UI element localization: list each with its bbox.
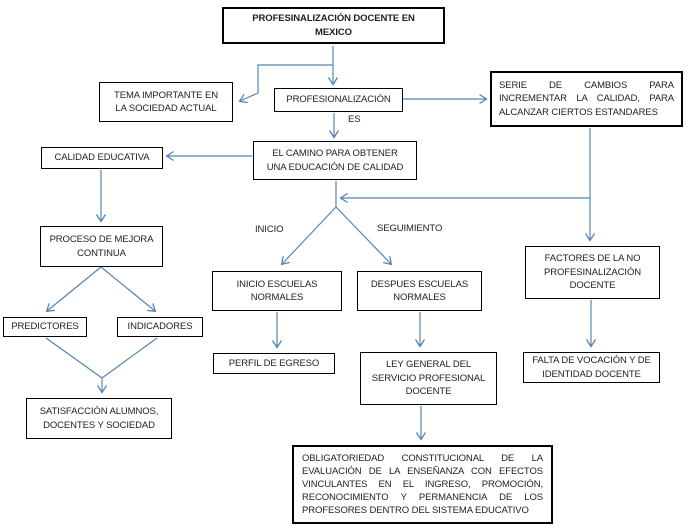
edge-proceso-predictores: [45, 266, 102, 313]
node-satisfaccion-label: SATISFACCIÓN ALUMNOS, DOCENTES Y SOCIEDA…: [39, 406, 159, 431]
node-profesionalizacion-label: PROFESIONALIZACIÓN: [286, 94, 391, 106]
edge-proceso-indicadores: [100, 266, 157, 313]
node-tema-label: TEMA IMPORTANTE EN LA SOCIEDAD ACTUAL: [114, 89, 218, 114]
edge-fork-inicio-escuelas: [280, 206, 337, 266]
node-calidad-educativa: CALIDAD EDUCATIVA: [41, 147, 163, 169]
node-falta-label: FALTA DE VOCACIÓN Y DE IDENTIDAD DOCENTE: [532, 355, 651, 380]
node-perfil-label: PERFIL DE EGRESO: [228, 357, 320, 369]
node-camino-label: EL CAMINO PARA OBTENER UNA EDUCACIÓN DE …: [266, 148, 404, 173]
node-title: PROFESINALIZACIÓN DOCENTE EN MEXICO: [222, 7, 445, 44]
node-calidad-label: CALIDAD EDUCATIVA: [54, 152, 150, 164]
edge-label-inicio: INICIO: [255, 224, 284, 235]
node-predictores: PREDICTORES: [3, 317, 87, 337]
node-ley-label: LEY GENERAL DEL SERVICIO PROFESIONAL DOC…: [371, 359, 486, 398]
node-despues-escuelas-label: DESPUES ESCUELAS NORMALES: [370, 278, 469, 303]
node-inicio-escuelas-label: INICIO ESCUELAS NORMALES: [236, 278, 318, 303]
node-obligatoriedad-constitucional: OBLIGATORIEDAD CONSTITUCIONAL DE LA EVAL…: [292, 445, 553, 524]
edge-label-seguimiento: SEGUIMIENTO: [377, 223, 443, 234]
edge-predictores-join: [45, 337, 103, 379]
node-serie-de-cambios: SERIE DE CAMBIOS PARA INCREMENTAR LA CAL…: [490, 71, 683, 127]
node-ley-general: LEY GENERAL DEL SERVICIO PROFESIONAL DOC…: [360, 352, 497, 405]
node-tema-importante: TEMA IMPORTANTE EN LA SOCIEDAD ACTUAL: [99, 82, 233, 122]
node-perfil-de-egreso: PERFIL DE EGRESO: [213, 353, 335, 374]
edge-fork-despues-escuelas: [335, 206, 393, 266]
node-predictores-label: PREDICTORES: [11, 321, 79, 333]
edge-indicadores-join: [101, 337, 158, 379]
node-despues-escuelas-normales: DESPUES ESCUELAS NORMALES: [357, 271, 482, 311]
node-inicio-escuelas-normales: INICIO ESCUELAS NORMALES: [212, 271, 342, 311]
node-proceso-label: PROCESO DE MEJORA CONTINUA: [49, 234, 154, 259]
node-factores-label: FACTORES DE LA NO PROFESINALIZACIÓN DOCE…: [543, 253, 641, 292]
node-profesionalizacion: PROFESIONALIZACIÓN: [274, 88, 403, 112]
node-title-label: PROFESINALIZACIÓN DOCENTE EN MEXICO: [252, 13, 415, 38]
node-indicadores-label: INDICADORES: [127, 321, 193, 333]
edge-label-es: ES: [348, 114, 361, 125]
node-proceso-mejora-continua: PROCESO DE MEJORA CONTINUA: [40, 226, 163, 267]
node-serie-label: SERIE DE CAMBIOS PARA INCREMENTAR LA CAL…: [499, 79, 674, 118]
node-falta-vocacion: FALTA DE VOCACIÓN Y DE IDENTIDAD DOCENTE: [523, 352, 660, 383]
node-camino-educacion-calidad: EL CAMINO PARA OBTENER UNA EDUCACIÓN DE …: [253, 141, 417, 180]
node-indicadores: INDICADORES: [117, 317, 203, 337]
node-factores-no-profesinalizacion: FACTORES DE LA NO PROFESINALIZACIÓN DOCE…: [525, 246, 660, 299]
node-obligatoriedad-label: OBLIGATORIEDAD CONSTITUCIONAL DE LA EVAL…: [302, 452, 543, 517]
node-satisfaccion: SATISFACCIÓN ALUMNOS, DOCENTES Y SOCIEDA…: [26, 398, 172, 439]
